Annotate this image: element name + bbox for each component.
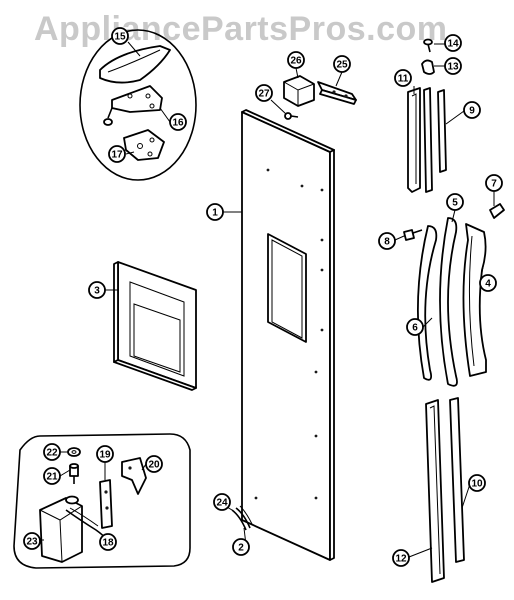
- callout-21: 21: [43, 467, 61, 485]
- callout-23-label: 23: [26, 537, 38, 548]
- door-panel: [241, 109, 335, 561]
- callout-17: 17: [108, 145, 126, 163]
- watermark: AppliancePartsPros.com: [34, 10, 448, 48]
- callout-9: 9: [463, 101, 481, 119]
- callout-3: 3: [88, 281, 106, 299]
- callout-25-label: 25: [336, 60, 348, 71]
- callout-14-label: 14: [447, 39, 459, 50]
- callout-13-label: 13: [447, 62, 459, 73]
- hinge-plate-part: [123, 129, 165, 161]
- callout-26: 26: [287, 51, 305, 69]
- door-cable: [231, 505, 253, 531]
- callout-19-label: 19: [99, 450, 111, 461]
- callout-6-label: 6: [412, 323, 418, 334]
- hinge-parts-top-middle: [283, 75, 357, 120]
- callout-20-label: 20: [148, 460, 160, 471]
- callout-5-label: 5: [452, 198, 458, 209]
- callout-4: 4: [479, 274, 497, 292]
- callout-9-label: 9: [469, 106, 475, 117]
- callout-18: 18: [99, 533, 117, 551]
- callout-22: 22: [43, 443, 61, 461]
- callout-10: 10: [468, 474, 486, 492]
- callout-12-label: 12: [395, 554, 407, 565]
- callout-7: 7: [485, 174, 503, 192]
- callout-14: 14: [444, 34, 462, 52]
- callout-2: 2: [232, 538, 250, 556]
- callout-1: 1: [206, 203, 224, 221]
- callout-16-label: 16: [172, 118, 184, 129]
- callout-24-label: 24: [216, 498, 228, 509]
- hinge-inset-top: [79, 29, 197, 181]
- callout-27-label: 27: [258, 89, 270, 100]
- callout-11-label: 11: [398, 74, 409, 85]
- callout-19: 19: [96, 445, 114, 463]
- callout-6: 6: [406, 318, 424, 336]
- callouts: 1 2 3 4 5 6 7: [23, 27, 503, 567]
- callout-24: 24: [213, 493, 231, 511]
- hinge-cover-part: [99, 45, 171, 84]
- dispenser-frame: [113, 261, 197, 391]
- callout-7-label: 7: [491, 179, 497, 190]
- callout-16: 16: [169, 113, 187, 131]
- callout-12: 12: [392, 549, 410, 567]
- callout-18-label: 18: [102, 538, 114, 549]
- callout-20: 20: [145, 455, 163, 473]
- callout-23: 23: [23, 532, 41, 550]
- callout-2-label: 2: [238, 543, 244, 554]
- callout-11: 11: [394, 69, 412, 87]
- callout-27: 27: [255, 84, 273, 102]
- callout-15: 15: [111, 27, 129, 45]
- upper-trim-strips: [407, 38, 447, 193]
- callout-26-label: 26: [290, 56, 302, 67]
- callout-13: 13: [444, 57, 462, 75]
- callout-1-label: 1: [212, 208, 218, 219]
- callout-22-label: 22: [46, 448, 58, 459]
- callout-8: 8: [378, 232, 396, 250]
- callout-3-label: 3: [94, 286, 100, 297]
- callout-15-label: 15: [114, 32, 126, 43]
- callout-17-label: 17: [111, 150, 123, 161]
- callout-21-label: 21: [46, 472, 58, 483]
- lower-trim-strips: [425, 397, 465, 583]
- callout-8-label: 8: [384, 237, 390, 248]
- callout-25: 25: [333, 55, 351, 73]
- handle-assembly: [403, 203, 505, 387]
- callout-5: 5: [446, 193, 464, 211]
- callout-10-label: 10: [471, 479, 483, 490]
- upper-hinge-part: [111, 85, 163, 113]
- callout-4-label: 4: [485, 279, 491, 290]
